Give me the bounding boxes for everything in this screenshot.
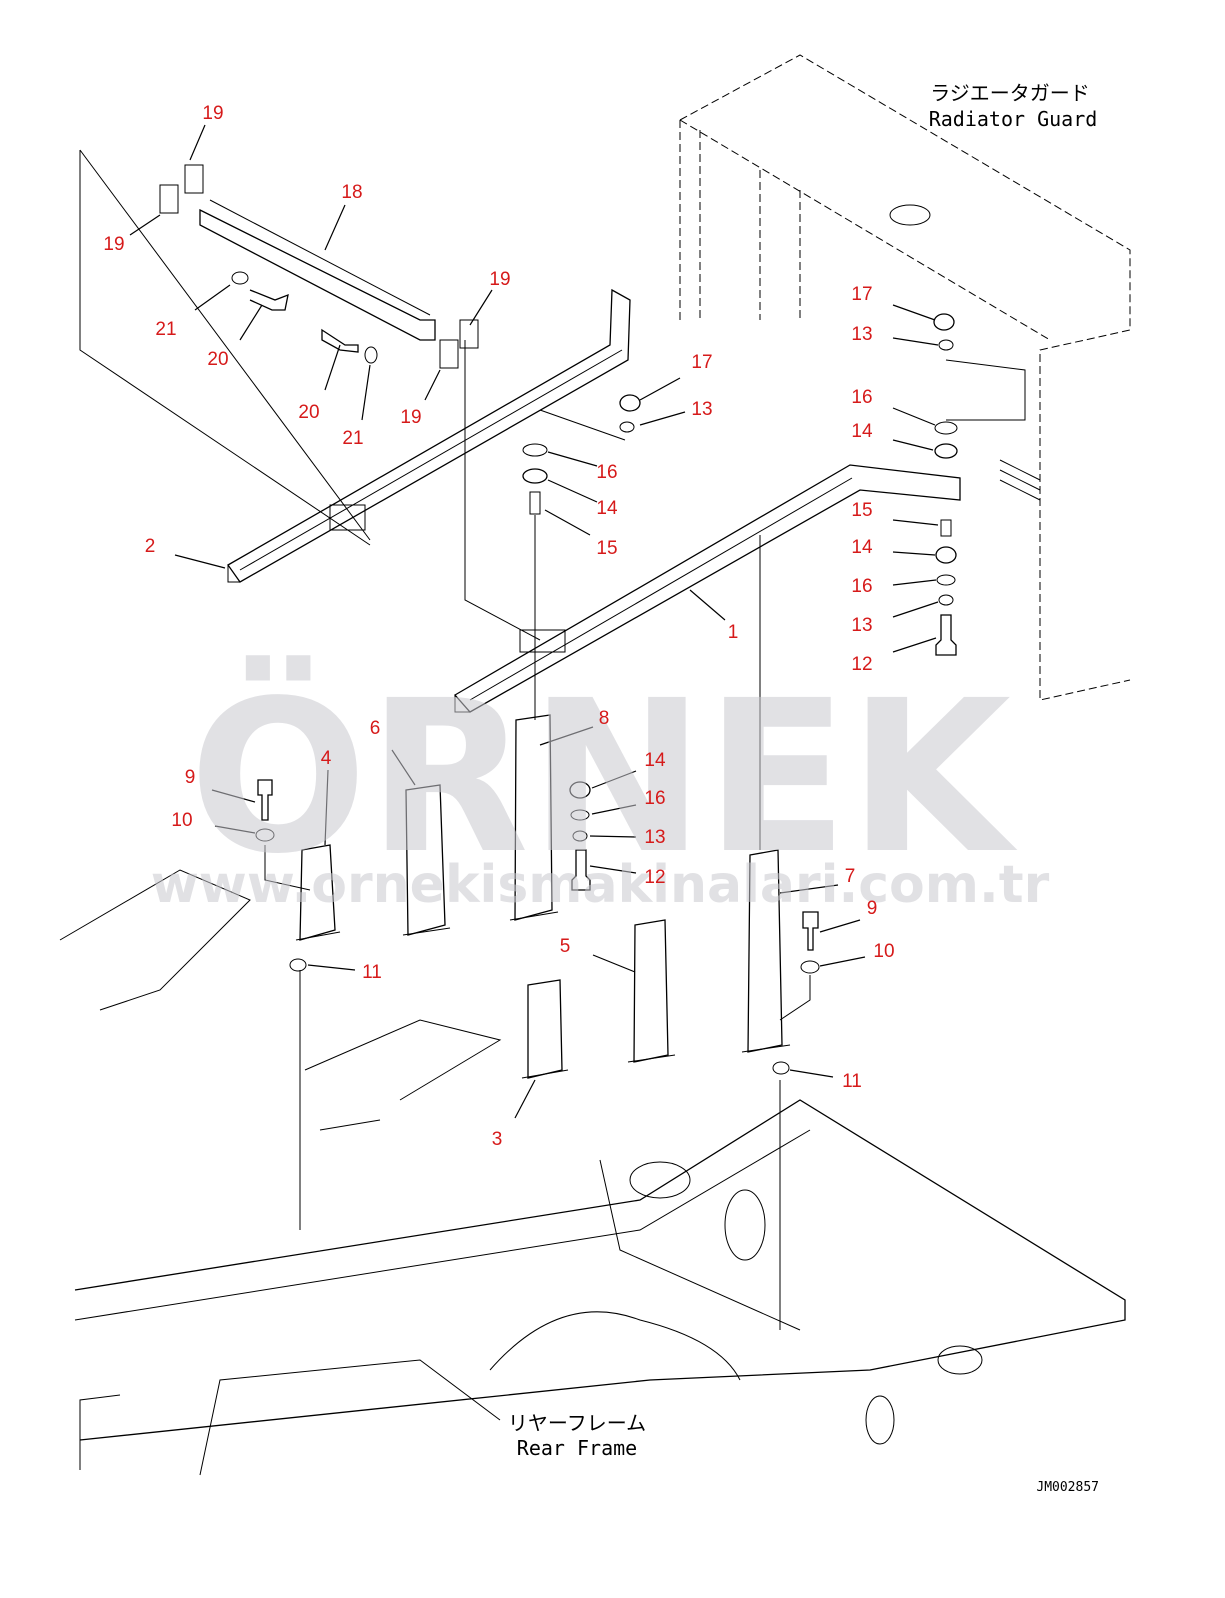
callout: 9: [185, 767, 196, 788]
callout: 2: [145, 536, 156, 557]
assembly-lines: [79, 149, 1026, 1330]
drawing-code: JM002857: [1036, 1480, 1099, 1495]
beam-part-18: [199, 199, 436, 341]
watermark: ÖRNEK www.ornekismakinalari.com.tr: [151, 654, 1050, 915]
callout: 12: [851, 654, 872, 675]
callout: 21: [155, 319, 176, 340]
callout: 20: [298, 402, 319, 423]
rear-frame-label-en: Rear Frame: [517, 1436, 637, 1460]
fasteners: [231, 271, 958, 1075]
callout: 19: [202, 103, 223, 124]
callout: 14: [851, 421, 873, 442]
callout: 10: [171, 810, 192, 831]
posts: [295, 714, 791, 1079]
watermark-brand: ÖRNEK: [189, 654, 1018, 900]
callout: 19: [103, 234, 124, 255]
callout: 16: [851, 387, 872, 408]
callout: 19: [489, 269, 510, 290]
rear-frame-drawing: [59, 869, 1126, 1476]
callout: 11: [842, 1071, 862, 1092]
callout: 5: [560, 936, 571, 957]
callout: 3: [492, 1129, 503, 1150]
callout: 1: [728, 622, 739, 643]
rear-frame-label-jp: リヤーフレーム: [508, 1411, 646, 1435]
callout: 19: [400, 407, 421, 428]
radiator-guard-drawing: [679, 54, 1131, 701]
callout: 17: [691, 352, 712, 373]
callout: 13: [644, 827, 665, 848]
leader-lines: [129, 124, 939, 1119]
radiator-guard-label-jp: ラジエータガード: [930, 81, 1090, 105]
radiator-guard-label-en: Radiator Guard: [929, 107, 1098, 131]
callout: 8: [599, 708, 610, 729]
callout: 13: [851, 615, 872, 636]
callout: 15: [851, 500, 872, 521]
callout: 9: [867, 898, 878, 919]
callout: 14: [644, 750, 666, 771]
callout: 7: [845, 866, 856, 887]
callout: 6: [370, 718, 381, 739]
callout: 17: [851, 284, 872, 305]
callout: 13: [691, 399, 712, 420]
callout: 21: [342, 428, 363, 449]
callout: 14: [851, 537, 873, 558]
callout: 20: [207, 349, 228, 370]
callout: 16: [851, 576, 872, 597]
callout: 11: [362, 962, 382, 983]
brackets-part-19: [159, 164, 479, 369]
callout: 10: [873, 941, 894, 962]
callout: 16: [596, 462, 617, 483]
rail-part-2: [227, 288, 631, 583]
callout: 18: [341, 182, 362, 203]
callout: 13: [851, 324, 872, 345]
callout: 16: [644, 788, 665, 809]
callout: 15: [596, 538, 617, 559]
callouts: 19 19 18 21 20 20 21 19 19 17 13 16 14 1…: [103, 103, 894, 1150]
callout: 12: [644, 867, 665, 888]
rail-part-1: [453, 464, 961, 713]
callout: 4: [321, 748, 332, 769]
watermark-url: www.ornekismakinalari.com.tr: [151, 855, 1050, 915]
callout: 14: [596, 498, 618, 519]
